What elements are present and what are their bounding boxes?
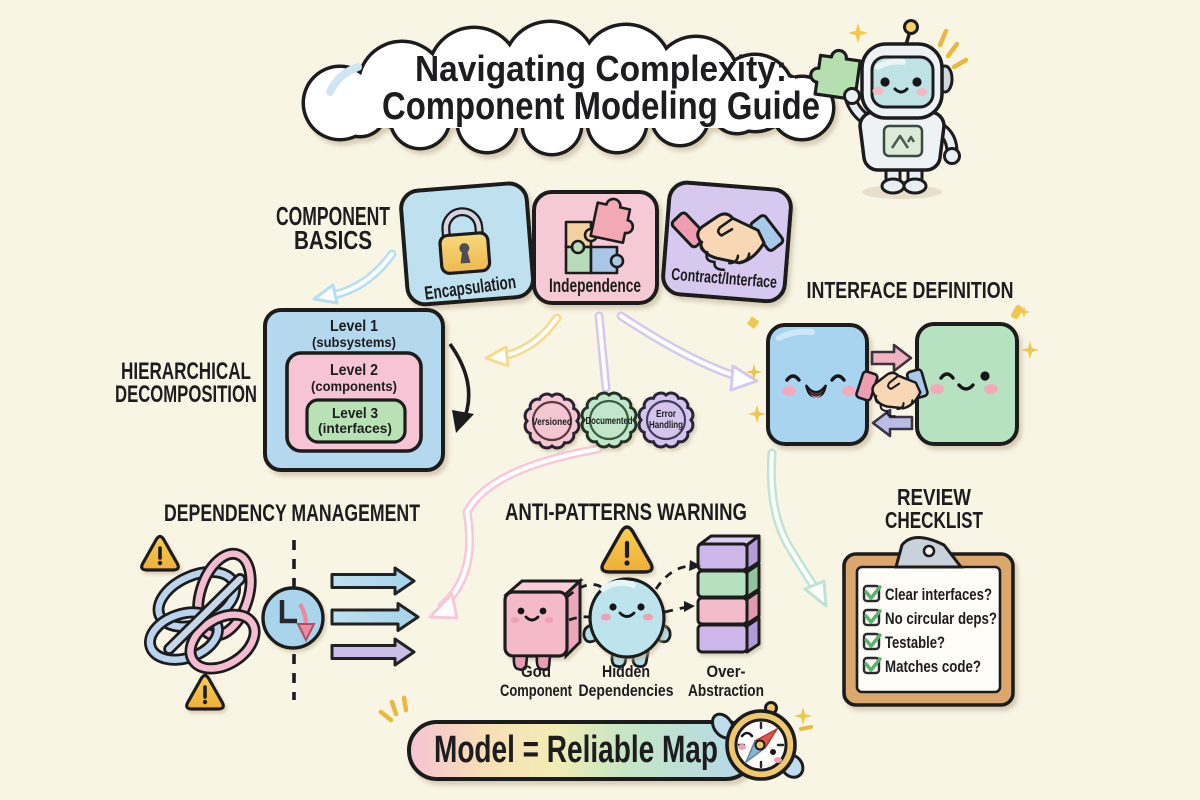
- svg-text:BASICS: BASICS: [294, 225, 372, 255]
- svg-text:(subsystems): (subsystems): [312, 334, 396, 350]
- svg-text:COMPONENT: COMPONENT: [276, 201, 390, 231]
- svg-text:Component: Component: [500, 681, 572, 700]
- svg-text:Versioned: Versioned: [532, 416, 572, 428]
- svg-text:No circular deps?: No circular deps?: [885, 609, 997, 628]
- svg-text:Matches code?: Matches code?: [885, 657, 981, 676]
- svg-text:Component Modeling Guide: Component Modeling Guide: [382, 85, 820, 128]
- svg-text:Navigating Complexity:: Navigating Complexity:: [415, 48, 787, 89]
- svg-text:Level 1: Level 1: [330, 318, 378, 335]
- svg-text:(components): (components): [311, 378, 397, 394]
- svg-text:CHECKLIST: CHECKLIST: [885, 507, 983, 533]
- svg-text:INTERFACE DEFINITION: INTERFACE DEFINITION: [807, 277, 1014, 303]
- svg-text:DECOMPOSITION: DECOMPOSITION: [115, 381, 257, 408]
- svg-text:REVIEW: REVIEW: [897, 484, 971, 510]
- svg-text:DEPENDENCY MANAGEMENT: DEPENDENCY MANAGEMENT: [164, 500, 420, 527]
- svg-text:Abstraction: Abstraction: [688, 681, 764, 700]
- svg-text:Documented: Documented: [586, 415, 633, 427]
- svg-text:Testable?: Testable?: [885, 633, 945, 652]
- svg-text:Over-: Over-: [707, 662, 746, 681]
- svg-text:Error: Error: [656, 408, 676, 420]
- svg-text:HIERARCHICAL: HIERARCHICAL: [121, 358, 251, 385]
- svg-text:Dependencies: Dependencies: [579, 681, 674, 700]
- svg-text:Independence: Independence: [549, 276, 641, 297]
- svg-text:Level 3: Level 3: [332, 405, 378, 422]
- svg-text:God: God: [521, 662, 551, 681]
- svg-text:Model = Reliable Map: Model = Reliable Map: [434, 729, 718, 771]
- svg-text:ANTI-PATTERNS WARNING: ANTI-PATTERNS WARNING: [505, 499, 747, 526]
- svg-text:Hidden: Hidden: [602, 662, 650, 681]
- svg-text:Clear interfaces?: Clear interfaces?: [885, 585, 992, 604]
- svg-text:Handling: Handling: [649, 419, 683, 431]
- svg-text:Level 2: Level 2: [330, 362, 378, 379]
- svg-text:(interfaces): (interfaces): [318, 421, 392, 436]
